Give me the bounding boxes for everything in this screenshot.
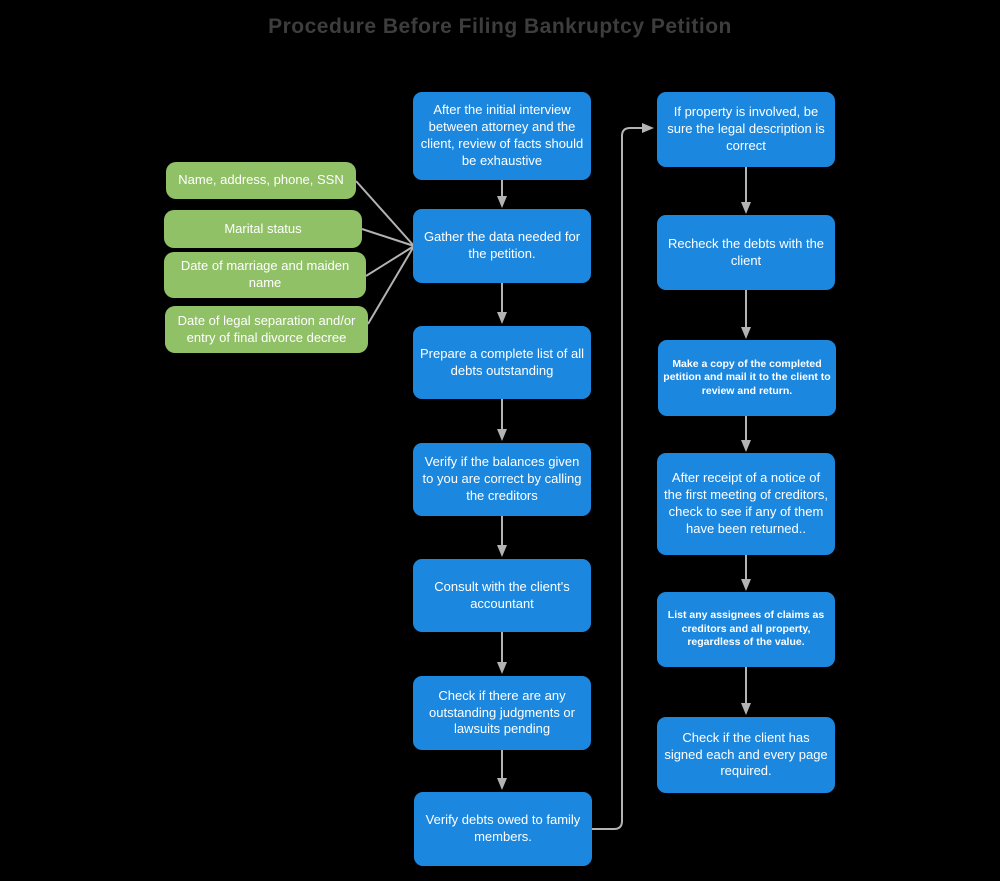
step-recheck-debts: Recheck the debts with the client bbox=[657, 215, 835, 290]
step-verify-family-debts: Verify debts owed to family members. bbox=[414, 792, 592, 866]
step-label: List any assignees of claims as creditor… bbox=[667, 609, 825, 649]
step-label: Prepare a complete list of all debts out… bbox=[419, 345, 585, 378]
step-label: After the initial interview between atto… bbox=[420, 102, 584, 168]
step-label: Verify debts owed to family members. bbox=[425, 812, 581, 844]
input-label: Date of marriage and maiden name bbox=[180, 258, 350, 290]
step-label: Verify if the balances given to you are … bbox=[422, 454, 582, 503]
connector-inputs-to-gather bbox=[355, 180, 415, 325]
step-label: Check if the client has signed each and … bbox=[664, 729, 828, 779]
step-mail-petition-copy: Make a copy of the completed petition an… bbox=[658, 340, 836, 416]
step-check-signatures: Check if the client has signed each and … bbox=[657, 717, 835, 793]
step-first-meeting-notice: After receipt of a notice of the first m… bbox=[657, 453, 835, 555]
step-label: Make a copy of the completed petition an… bbox=[663, 357, 831, 397]
input-label: Date of legal separation and/or entry of… bbox=[177, 312, 356, 345]
input-legal-separation-divorce-decree: Date of legal separation and/or entry of… bbox=[165, 306, 368, 353]
step-label: Recheck the debts with the client bbox=[667, 235, 825, 268]
step-label: If property is involved, be sure the leg… bbox=[667, 104, 825, 153]
step-gather-data: Gather the data needed for the petition. bbox=[413, 209, 591, 283]
step-initial-interview: After the initial interview between atto… bbox=[413, 92, 591, 180]
input-label: Marital status bbox=[224, 220, 302, 236]
step-check-judgments: Check if there are any outstanding judgm… bbox=[413, 676, 591, 750]
connector-family-debts-to-property bbox=[591, 123, 654, 830]
step-consult-accountant: Consult with the client's accountant bbox=[413, 559, 591, 632]
input-marital-status: Marital status bbox=[164, 210, 362, 248]
step-verify-balances: Verify if the balances given to you are … bbox=[413, 443, 591, 516]
step-label: Check if there are any outstanding judgm… bbox=[429, 687, 575, 737]
step-prepare-debt-list: Prepare a complete list of all debts out… bbox=[413, 326, 591, 399]
input-marriage-date-maiden-name: Date of marriage and maiden name bbox=[164, 252, 366, 298]
step-list-assignees: List any assignees of claims as creditor… bbox=[657, 592, 835, 667]
step-label: After receipt of a notice of the first m… bbox=[663, 470, 828, 536]
input-name-address-phone-ssn: Name, address, phone, SSN bbox=[166, 162, 356, 199]
step-property-legal-description: If property is involved, be sure the leg… bbox=[657, 92, 835, 167]
diagram-title: Procedure Before Filing Bankruptcy Petit… bbox=[268, 15, 732, 38]
step-label: Gather the data needed for the petition. bbox=[423, 229, 581, 261]
input-label: Name, address, phone, SSN bbox=[178, 172, 344, 188]
step-label: Consult with the client's accountant bbox=[434, 578, 570, 611]
